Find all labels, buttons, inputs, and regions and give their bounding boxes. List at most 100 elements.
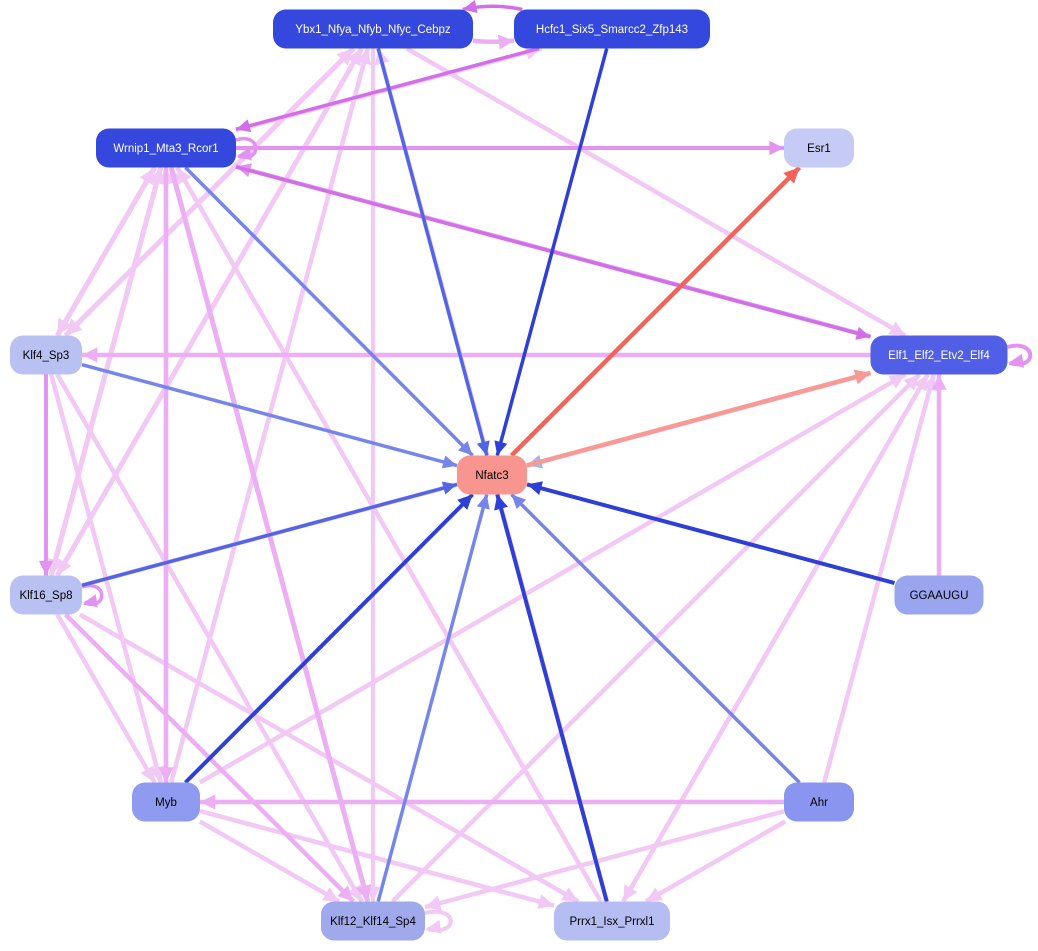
node-prrx1: Prrx1_Isx_Prrxl1 [554,901,670,941]
node-myb: Myb [132,782,200,822]
arrowhead [853,369,871,385]
edge-line [81,362,458,468]
arrowhead [158,767,174,783]
arrowhead [82,347,98,363]
arrowhead [65,318,83,336]
node-box [132,782,200,822]
node-box [784,782,854,822]
edge-line [526,370,872,468]
edge-klf4-nfatc3 [81,362,458,469]
arrowhead [38,560,54,576]
node-label: Ybx1_Nfya_Nfyb_Nfyc_Cebpz [295,24,451,36]
node-ybx1: Ybx1_Nfya_Nfyb_Nfyc_Cebpz [273,9,473,49]
edge-ggaaugu-nfatc3 [526,481,896,585]
arrowhead [931,374,947,390]
node-label: Ahr [810,797,828,809]
arrowhead [322,887,340,902]
arrowhead [355,883,372,902]
node-esr1: Esr1 [784,128,854,168]
edge-ahr-nfatc3 [510,493,801,784]
edge-line [621,373,930,903]
node-box [10,575,82,615]
edge-klf16-myb [55,613,157,784]
edge-line [526,482,896,585]
edge-prrx1-wrnip1 [175,166,603,903]
edge-ahr-klf12 [424,809,785,911]
edge-klf16-nfatc3 [81,481,458,588]
edge-ybx1-elf1 [405,46,907,338]
edge-line [405,46,907,338]
node-label: Nfatc3 [475,470,508,482]
node-klf16: Klf16_Sp8 [10,575,82,615]
edge-line [509,165,802,458]
edge-line [199,808,555,908]
arrowhead [337,885,354,902]
arrowhead [494,494,508,511]
node-label: Wrnip1_Mta3_Rcor1 [113,143,218,155]
node-box [870,335,1008,375]
edge-line [198,372,907,785]
edge-prrx1-nfatc3 [494,493,609,903]
edge-line [376,48,489,456]
arrowhead [645,887,663,902]
node-box [784,128,854,168]
node-label: Myb [155,797,177,809]
node-label: Esr1 [807,143,831,155]
arrowhead [527,481,543,496]
edge-myb-prrx1 [199,808,555,909]
arrowhead [441,481,457,495]
node-label: Prrx1_Isx_Prrxl1 [570,916,655,928]
edge-line [510,493,801,784]
edge-line [184,493,474,784]
edge-ybx1-nfatc3 [376,48,490,456]
node-klf4: Klf4_Sp3 [10,335,82,375]
arrowhead [177,167,192,185]
edge-myb-nfatc3 [184,493,474,784]
arrowhead [462,0,478,14]
edge-line [495,493,609,903]
edge-line [376,494,489,902]
edge-line [55,166,157,337]
edge-hcfc1-nfatc3 [494,48,609,456]
arrowhead [236,119,252,133]
edge-ybx1-hcfc1 [472,34,515,50]
edge-line [184,166,474,457]
arrowhead [1008,353,1024,368]
node-ahr: Ahr [784,782,854,822]
node-box [96,128,236,168]
edge-wrnip1-esr1 [236,140,784,156]
arrowhead [888,374,906,389]
edge-ybx1-klf12 [365,48,381,902]
edge-line [55,613,157,784]
node-box [321,901,425,941]
arrowhead [511,494,527,510]
edge-hcfc1-ybx1 [462,0,523,14]
arrowhead [497,34,514,50]
arrowhead [425,895,442,911]
edge-line [81,482,458,588]
arrowhead [441,455,457,469]
edge-ahr-prrx1 [644,819,787,904]
arrowhead [494,440,508,456]
edge-nfatc3-elf1 [526,369,872,468]
arrowhead [855,326,871,340]
arrowhead [903,374,920,391]
node-klf12: Klf12_Klf14_Sp4 [321,901,425,941]
edge-line [55,373,364,903]
node-hcfc1: Hcfc1_Six5_Smarcc2_Zfp143 [514,9,710,49]
arrowhead [200,794,216,810]
node-wrnip1: Wrnip1_Mta3_Rcor1 [96,128,236,168]
edge-klf16-klf16 [81,583,104,608]
arrowhead [237,147,252,161]
node-label: GGAAUGU [910,590,969,602]
edge-klf4-klf12 [55,373,364,903]
node-elf1: Elf1_Elf2_Etv2_Elf4 [870,335,1008,375]
node-label: Klf16_Sp8 [19,590,72,602]
node-box [554,901,670,941]
node-box [273,9,473,49]
arrowhead [783,167,800,184]
edge-elf1-klf4 [82,347,871,363]
edge-ahr-myb [200,794,784,810]
arrowhead [356,48,372,66]
